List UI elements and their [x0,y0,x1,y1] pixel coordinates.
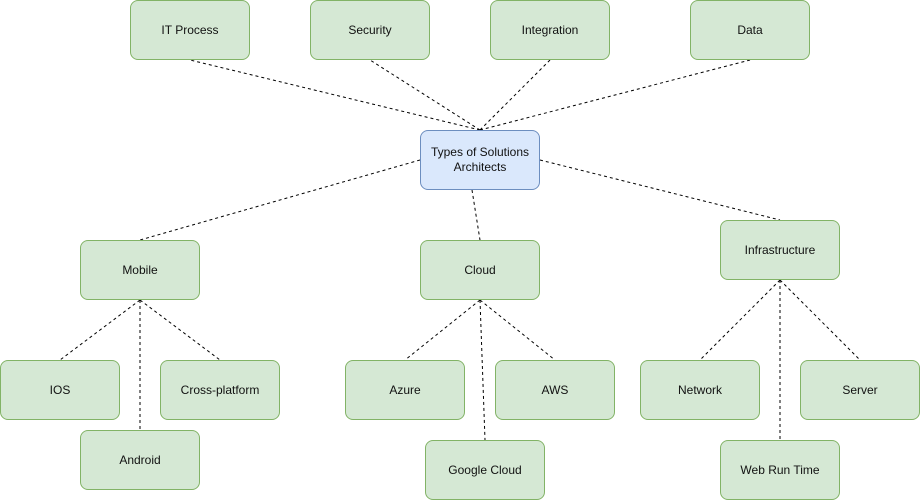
node-security: Security [310,0,430,60]
node-mobile: Mobile [80,240,200,300]
node-cloud: Cloud [420,240,540,300]
node-infrastructure: Infrastructure [720,220,840,280]
edge-root-infrastructure [539,159,781,221]
node-azure: Azure [345,360,465,420]
edge-mobile-cross-platform [139,299,221,361]
edge-cloud-azure [404,299,481,361]
edge-infra-server [779,279,861,361]
node-cross-platform: Cross-platform [160,360,280,420]
edge-root-it-process [189,59,481,131]
node-network: Network [640,360,760,420]
node-server: Server [800,360,920,420]
edge-root-security [369,59,481,131]
node-web-run-time: Web Run Time [720,440,840,500]
node-data: Data [690,0,810,60]
edge-mobile-ios [59,299,141,361]
node-integration: Integration [490,0,610,60]
node-android: Android [80,430,200,490]
node-it-process: IT Process [130,0,250,60]
node-google-cloud: Google Cloud [425,440,545,500]
node-aws: AWS [495,360,615,420]
edge-infra-network [699,279,781,361]
edge-root-cloud [471,189,481,241]
edge-cloud-google-cloud [479,299,486,441]
node-root-types-of-solutions-architects: Types of Solutions Architects [420,130,540,190]
edge-root-integration [479,59,551,131]
edge-root-data [479,59,751,131]
node-ios: IOS [0,360,120,420]
edge-cloud-aws [479,299,556,361]
edge-root-mobile [139,159,421,241]
